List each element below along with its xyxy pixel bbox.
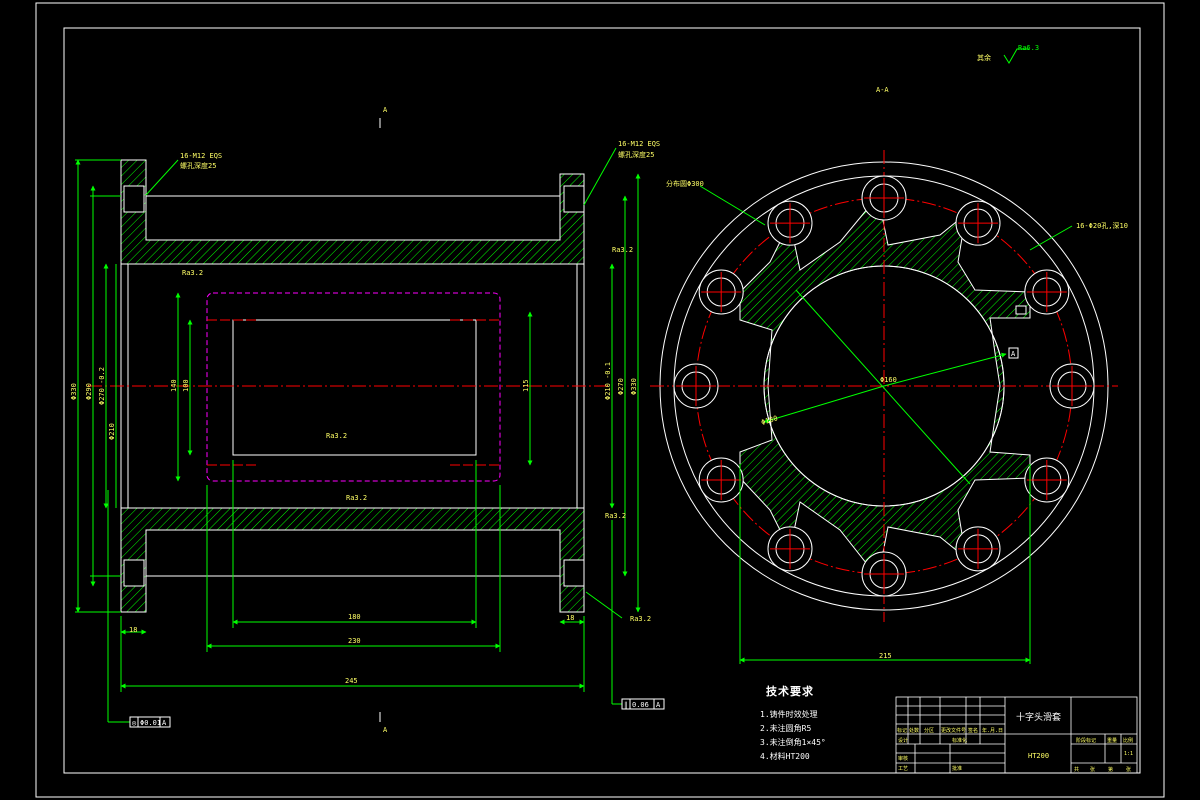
section-mark-top: A (383, 106, 388, 114)
roughness-2: Ra3.2 (605, 512, 626, 520)
tol-frame-datum: A (162, 719, 167, 727)
tb-cell-11: 阶段标记 (1076, 737, 1096, 744)
tb-cell-0: 标记 (897, 727, 907, 734)
parallel-frame-datum: A (656, 701, 661, 709)
roughness-4: Ra3.2 (346, 494, 367, 502)
inner-frame (63, 27, 1141, 774)
bolt-hole (698, 269, 744, 315)
bottom-wall-hatch (120, 507, 585, 613)
tech-req-item-3: 3.未注倒角1×45° (760, 737, 826, 747)
parallel-frame-symbol: ∥ (624, 701, 628, 709)
title-block-text: 十字头滑套 HT200 标记 处数 分区 更改文件号 签名 年.月.日 设计 标… (897, 711, 1133, 773)
dim-18-left: 18 (129, 626, 137, 634)
outer-frame (35, 2, 1165, 798)
tech-req-item-2: 2.未注圆角R5 (760, 723, 811, 733)
tb-cell-15: 共 (1074, 766, 1079, 773)
roughness-5: Ra3.2 (182, 269, 203, 277)
tech-req-title: 技术要求 (766, 684, 814, 698)
view-label: A-A (876, 86, 889, 94)
dim-phi330-right: Φ330 (630, 378, 638, 395)
dim-100: 100 (182, 379, 190, 392)
dim-phi330-left: Φ330 (70, 383, 78, 400)
thread-note-left-1: 16-M12 EQS (180, 152, 222, 160)
dim-phi210-left: Φ210 (108, 423, 116, 440)
technical-requirements: 技术要求 1.铸件时效处理 2.未注圆角R5 3.未注倒角1×45° 4.材料H… (760, 684, 826, 761)
spline-body (739, 194, 1031, 580)
dim-215: 215 (879, 652, 892, 660)
tb-cell-2: 分区 (924, 727, 934, 734)
left-view-dimensions (75, 147, 641, 723)
bolt-hole (861, 175, 907, 221)
bolt-hole (767, 526, 813, 572)
parallel-frame-value: 0.06 (632, 701, 649, 709)
header-marks: 其余 Ra6.3 A-A A A (379, 44, 1039, 734)
bolt-hole (1024, 457, 1070, 503)
tb-cell-18: 张 (1126, 766, 1131, 773)
bolt-hole-pattern (673, 175, 1095, 597)
dim-180: 180 (348, 613, 361, 621)
tb-cell-12: 重量 (1107, 737, 1117, 744)
dim-phi270-left: Φ270 -0.2 (98, 367, 106, 405)
dim-115: 115 (522, 379, 530, 392)
part-material: HT200 (1028, 752, 1049, 760)
bolt-hole (955, 526, 1001, 572)
thread-note-right-1: 16-M12 EQS (618, 140, 660, 148)
bolt-hole (698, 457, 744, 503)
roughness-3: Ra3.2 (630, 615, 651, 623)
tb-cell-14: 1:1 (1124, 751, 1133, 757)
tb-cell-9: 工艺 (898, 766, 908, 772)
tech-req-item-1: 1.铸件时效处理 (760, 709, 818, 719)
tb-cell-17: 第 (1108, 766, 1113, 773)
dim-phi210-right: Φ210 -0.1 (604, 362, 612, 400)
tb-cell-16: 张 (1090, 766, 1095, 773)
part-name: 十字头滑套 (1016, 711, 1061, 723)
bolt-hole (955, 200, 1001, 246)
right-view-dimensions (699, 185, 1073, 664)
label-pcd: 分布圆Φ300 (666, 179, 704, 188)
tb-cell-4: 签名 (968, 727, 978, 734)
left-view-labels: 16-M12 EQS 螺孔深度25 16-M12 EQS 螺孔深度25 Ra3.… (70, 140, 665, 728)
label-datum: A (1011, 350, 1016, 358)
tb-cell-13: 比例 (1123, 737, 1133, 744)
thread-note-left-2: 螺孔深度25 (180, 161, 216, 170)
label-holes: 16-Φ20孔,深10 (1076, 221, 1128, 230)
tb-cell-5: 年.月.日 (982, 727, 1003, 734)
label-center: Φ160 (880, 376, 897, 384)
tb-cell-8: 审核 (898, 755, 908, 762)
bolt-hole (673, 363, 719, 409)
dim-140: 140 (170, 379, 178, 392)
bolt-hole (861, 551, 907, 597)
roughness-note-value: Ra6.3 (1018, 44, 1039, 52)
top-wall-hatch (120, 159, 585, 265)
dim-phi270-right: Φ270 (617, 378, 625, 395)
bolt-hole (1024, 269, 1070, 315)
label-bore: Φ180 (760, 414, 778, 427)
bolt-hole (1049, 363, 1095, 409)
left-section-view (88, 159, 610, 613)
tb-cell-10: 批准 (952, 765, 962, 772)
tol-frame-symbol: ◎ (132, 719, 137, 727)
thread-note-right-2: 螺孔深度25 (618, 150, 654, 159)
bolt-hole (767, 200, 813, 246)
title-block (895, 696, 1138, 774)
tb-cell-3: 更改文件号 (941, 727, 966, 734)
dim-phi290-left: Φ290 (85, 383, 93, 400)
roughness-note-label: 其余 (977, 53, 991, 62)
dim-18-right: 18 (566, 614, 574, 622)
tb-cell-1: 处数 (909, 727, 919, 734)
roughness-1: Ra3.2 (612, 246, 633, 254)
tb-cell-7: 标准化 (952, 737, 967, 744)
section-mark-bottom: A (383, 726, 388, 734)
tech-req-item-4: 4.材料HT200 (760, 751, 810, 761)
tb-cell-6: 设计 (898, 737, 908, 744)
inner-roughness: Ra3.2 (326, 432, 347, 440)
tol-frame-value: Φ0.01 (140, 719, 161, 727)
dim-245: 245 (345, 677, 358, 685)
dim-230: 230 (348, 637, 361, 645)
